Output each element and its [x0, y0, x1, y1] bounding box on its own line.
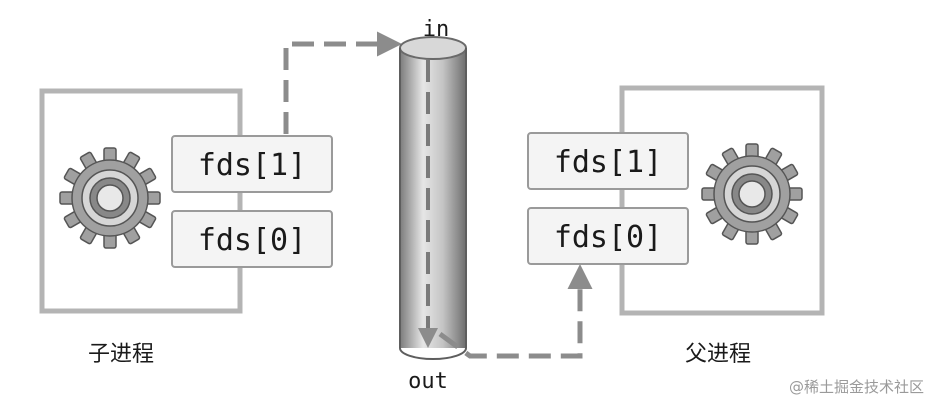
read-arrow-path — [438, 264, 593, 359]
child-fd-write-box — [171, 135, 333, 193]
pipe: in out — [399, 17, 467, 394]
watermark-text: @稀土掘金技术社区 — [789, 378, 924, 396]
parent-fd-write-box — [527, 132, 689, 190]
child-process-frame — [39, 88, 243, 314]
gear-icon — [701, 143, 803, 245]
parent-fd-read-box — [527, 207, 689, 265]
child-fd-read-box — [171, 210, 333, 268]
child-process: fds[1] fds[0] 子进程 — [39, 88, 333, 367]
pipe-in-label: in — [423, 17, 450, 42]
write-arrow-path — [283, 31, 402, 134]
gear-icon — [59, 147, 161, 249]
parent-process: fds[1] fds[0] 父进程 — [527, 85, 825, 367]
parent-fd-write-label: fds[1] — [554, 145, 662, 180]
pipe-out-label: out — [408, 369, 448, 394]
parent-process-frame — [619, 85, 825, 316]
parent-process-label: 父进程 — [685, 342, 751, 367]
parent-fd-read-label: fds[0] — [554, 220, 662, 255]
child-fd-write-label: fds[1] — [198, 148, 306, 183]
child-fd-read-label: fds[0] — [198, 223, 306, 258]
child-process-label: 子进程 — [88, 342, 154, 367]
